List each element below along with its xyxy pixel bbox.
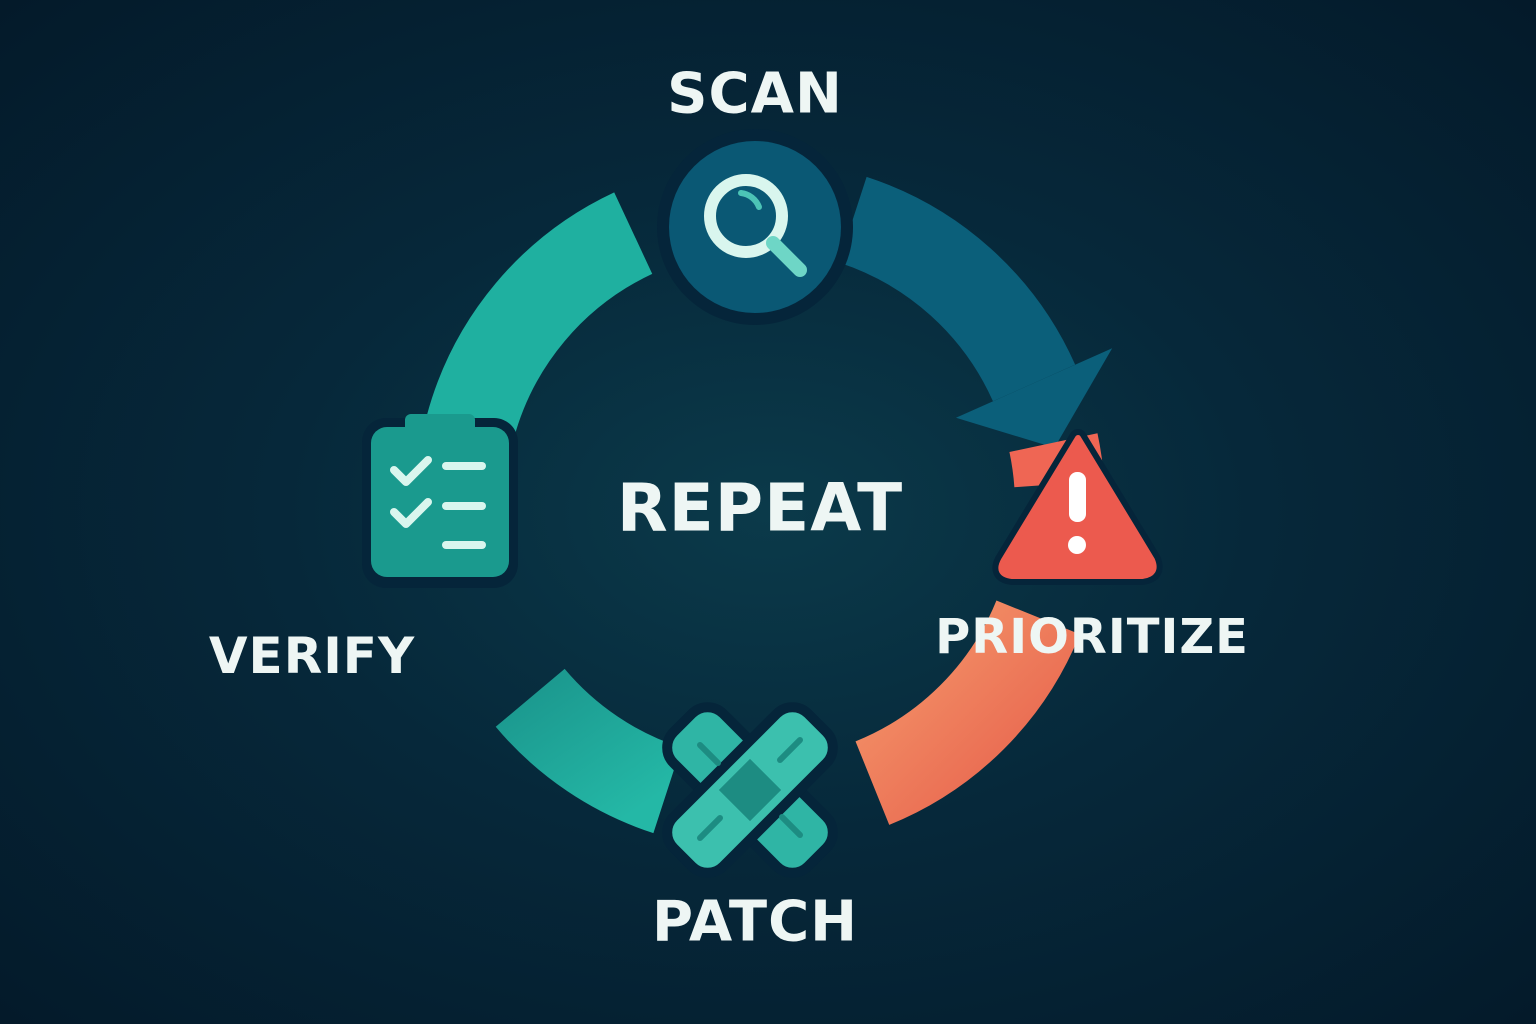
warning-triangle-icon	[992, 429, 1163, 585]
verify-arc	[495, 668, 683, 834]
step-label-verify: VERIFY	[208, 627, 416, 685]
step-label-prioritize: PRIORITIZE	[935, 609, 1249, 665]
bandage-icon	[662, 702, 838, 878]
scan-arc-arrowhead	[955, 348, 1113, 448]
return-arc	[426, 192, 653, 440]
step-label-patch: PATCH	[651, 889, 859, 955]
checklist-icon	[362, 414, 518, 588]
magnifier-icon	[704, 174, 807, 277]
patch-arc	[854, 599, 1080, 825]
scan-arc	[838, 176, 1076, 403]
center-label-repeat: REPEAT	[616, 469, 904, 547]
scan-node	[657, 129, 853, 325]
step-label-scan: SCAN	[667, 61, 843, 127]
